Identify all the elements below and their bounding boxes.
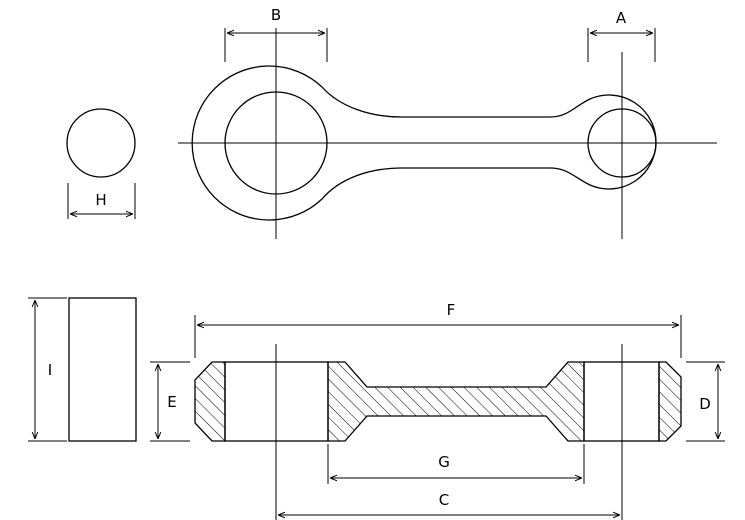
dimension-g: G [327, 444, 585, 484]
dimension-e: E [150, 361, 190, 442]
label-e: E [167, 393, 176, 411]
beam-section [327, 361, 585, 442]
dimension-a: A [587, 9, 656, 62]
rod-outline [191, 65, 657, 221]
label-i: I [48, 361, 52, 379]
pin-rectangle [68, 297, 137, 442]
label-g: G [438, 453, 450, 471]
label-a: A [616, 9, 627, 27]
pin-side-view: I [28, 297, 137, 442]
dimension-c: C [278, 491, 620, 515]
label-f: F [447, 301, 456, 319]
label-h: H [95, 191, 106, 209]
big-end-bearing-left [194, 361, 226, 442]
dimension-d: D [686, 361, 725, 442]
pin-circle [66, 108, 136, 178]
label-b: B [271, 6, 281, 24]
dimension-f: F [194, 301, 682, 358]
small-end-bearing-right [658, 361, 682, 442]
rod-section-view [194, 344, 682, 520]
rod-top-view [178, 28, 717, 239]
pin-top-view: H [66, 108, 136, 219]
label-c: C [439, 491, 449, 509]
dimension-b: B [224, 6, 328, 62]
label-d: D [699, 395, 711, 413]
